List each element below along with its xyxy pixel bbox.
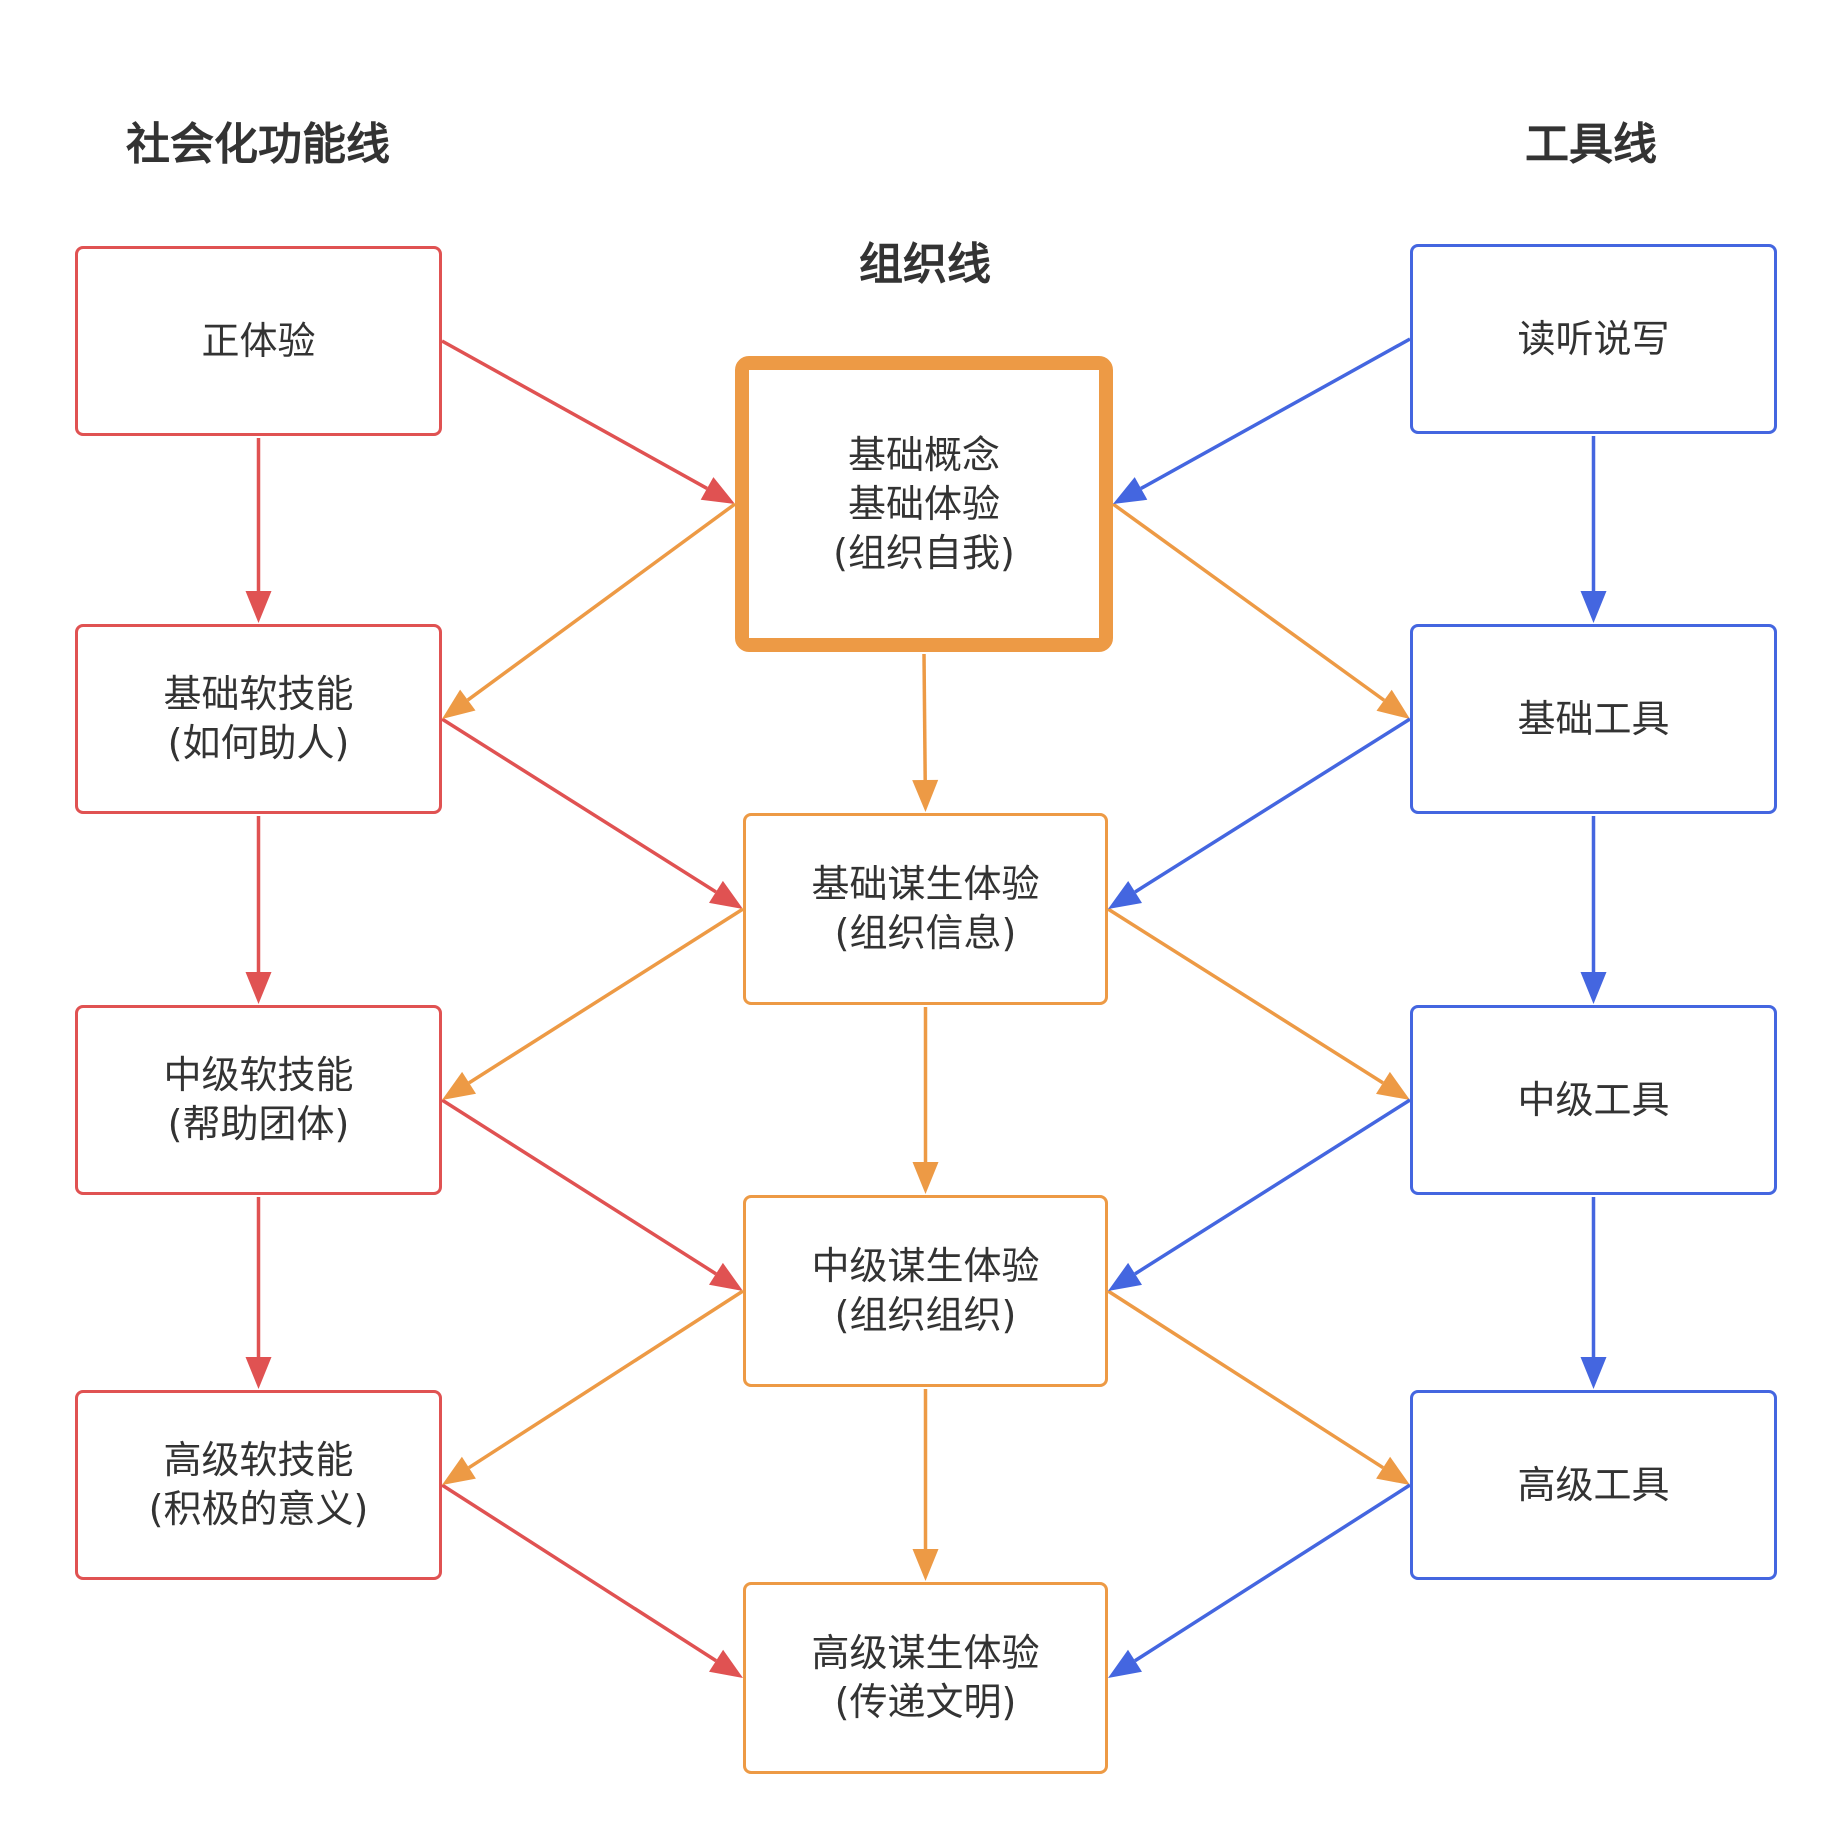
arrow-org-1-to-org-2 (912, 1007, 939, 1194)
social-node-4-line-1: 高级软技能 (163, 1438, 354, 1482)
arrow-tool-3-to-org-3 (1108, 1483, 1411, 1678)
tool-node-1-line-1: 读听说写 (1517, 316, 1670, 361)
arrow-tool-2-to-tool-3 (1580, 1197, 1607, 1389)
arrow-org-2-to-tool-3 (1107, 1289, 1410, 1485)
arrow-shaft (1134, 1483, 1411, 1663)
social-node-2-line-1: 基础软技能 (163, 672, 354, 716)
social-node-2-line-2: (如何助人) (167, 721, 350, 765)
arrow-shaft (467, 1289, 744, 1470)
arrow-shaft (441, 717, 717, 894)
arrow-head (1108, 1262, 1142, 1291)
org-node-1: 基础概念基础体验(组织自我) (735, 356, 1113, 652)
arrow-social-2-to-org-2 (441, 1098, 743, 1291)
arrow-head (709, 1262, 743, 1291)
org-node-3: 中级谋生体验 (组织组织) (743, 1195, 1108, 1387)
arrow-org-2-to-social-3 (442, 1289, 744, 1485)
social-node-2: 基础软技能 (如何助人) (75, 624, 442, 814)
arrow-shaft (441, 1098, 717, 1276)
arrow-shaft (468, 907, 744, 1085)
arrow-head (1376, 1456, 1410, 1485)
arrow-head (912, 1162, 939, 1194)
social-node-3: 中级软技能 (帮助团体) (75, 1005, 442, 1195)
tool-node-3: 中级工具 (1410, 1005, 1777, 1195)
arrow-head (245, 1357, 272, 1389)
arrow-social-1-to-social-2 (245, 816, 272, 1004)
arrow-social-3-to-org-3 (441, 1483, 743, 1678)
tool-node-2: 基础工具 (1410, 624, 1777, 814)
arrow-org-1-to-tool-2 (1107, 907, 1410, 1100)
arrow-shaft (466, 502, 737, 702)
heading-org-line: 组织线 (859, 239, 991, 290)
org-node-4-line-1: 高级谋生体验 (811, 1631, 1040, 1675)
arrow-shaft (1107, 907, 1384, 1085)
arrow-org-0-to-social-1 (442, 502, 737, 719)
org-node-1-line-1: 基础概念 (847, 432, 1000, 477)
tool-node-3-line-1: 中级工具 (1517, 1077, 1670, 1122)
arrow-shaft (441, 1483, 718, 1663)
org-node-1-line-3: (组织自我) (833, 530, 1015, 575)
tool-node-4: 高级工具 (1410, 1390, 1777, 1580)
org-node-2: 基础谋生体验 (组织信息) (743, 813, 1108, 1005)
org-node-3-line-2: (组织组织) (834, 1293, 1017, 1337)
arrow-head (912, 1549, 939, 1581)
tool-node-2-line-1: 基础工具 (1517, 696, 1670, 741)
social-node-1: 正体验 (75, 246, 442, 436)
arrow-head (245, 591, 272, 623)
arrow-head (245, 972, 272, 1004)
arrow-head (442, 1071, 476, 1100)
org-node-2-line-2: (组织信息) (834, 911, 1017, 955)
org-node-4: 高级谋生体验 (传递文明) (743, 1582, 1108, 1774)
arrow-tool-0-to-org-0 (1113, 337, 1411, 504)
arrow-tool-0-to-tool-1 (1580, 436, 1607, 623)
heading-social-line: 社会化功能线 (126, 119, 390, 170)
org-node-2-line-1: 基础谋生体验 (811, 862, 1040, 906)
arrow-shaft (1107, 1289, 1385, 1470)
org-node-1-line-2: 基础体验 (847, 481, 1000, 526)
arrow-head (1376, 689, 1410, 719)
org-node-4-line-2: (传递文明) (834, 1680, 1017, 1724)
arrow-tool-2-to-org-2 (1108, 1098, 1411, 1291)
arrow-head (1580, 1357, 1607, 1389)
arrow-org-0-to-org-1 (912, 653, 939, 812)
arrow-shaft (922, 653, 927, 781)
arrow-org-0-to-tool-1 (1111, 502, 1410, 719)
arrow-head (709, 880, 743, 909)
arrow-head (1580, 972, 1607, 1004)
arrow-head (442, 689, 476, 719)
arrow-head (1580, 591, 1607, 623)
arrow-head (1376, 1071, 1410, 1100)
arrow-head (709, 1649, 743, 1678)
arrow-head (442, 1456, 476, 1485)
arrow-social-1-to-org-1 (441, 717, 743, 909)
arrow-shaft (1111, 502, 1386, 702)
arrow-tool-1-to-tool-2 (1580, 816, 1607, 1004)
social-node-3-line-2: (帮助团体) (167, 1102, 350, 1146)
heading-tool-line: 工具线 (1525, 119, 1657, 170)
tool-node-1: 读听说写 (1410, 244, 1777, 434)
arrow-org-1-to-social-2 (442, 907, 744, 1100)
social-node-3-line-1: 中级软技能 (163, 1053, 354, 1097)
arrow-social-2-to-social-3 (245, 1197, 272, 1389)
arrow-head (912, 779, 939, 812)
arrow-shaft (441, 339, 708, 490)
arrow-head (1108, 881, 1142, 909)
arrow-shaft (1140, 337, 1411, 490)
arrow-shaft (1134, 1098, 1411, 1276)
arrow-tool-1-to-org-1 (1108, 717, 1411, 909)
arrow-head (1108, 1649, 1142, 1678)
arrow-head (700, 477, 735, 504)
social-node-4: 高级软技能 (积极的意义) (75, 1390, 442, 1580)
tool-node-4-line-1: 高级工具 (1517, 1462, 1670, 1507)
arrow-shaft (1134, 717, 1411, 894)
social-node-1-line-1: 正体验 (201, 318, 316, 363)
arrow-social-0-to-org-0 (441, 339, 735, 504)
arrow-head (1113, 477, 1148, 504)
arrow-org-2-to-org-3 (912, 1389, 939, 1581)
social-node-4-line-2: (积极的意义) (148, 1487, 369, 1531)
arrow-social-0-to-social-1 (245, 438, 272, 623)
org-node-3-line-1: 中级谋生体验 (811, 1244, 1040, 1288)
